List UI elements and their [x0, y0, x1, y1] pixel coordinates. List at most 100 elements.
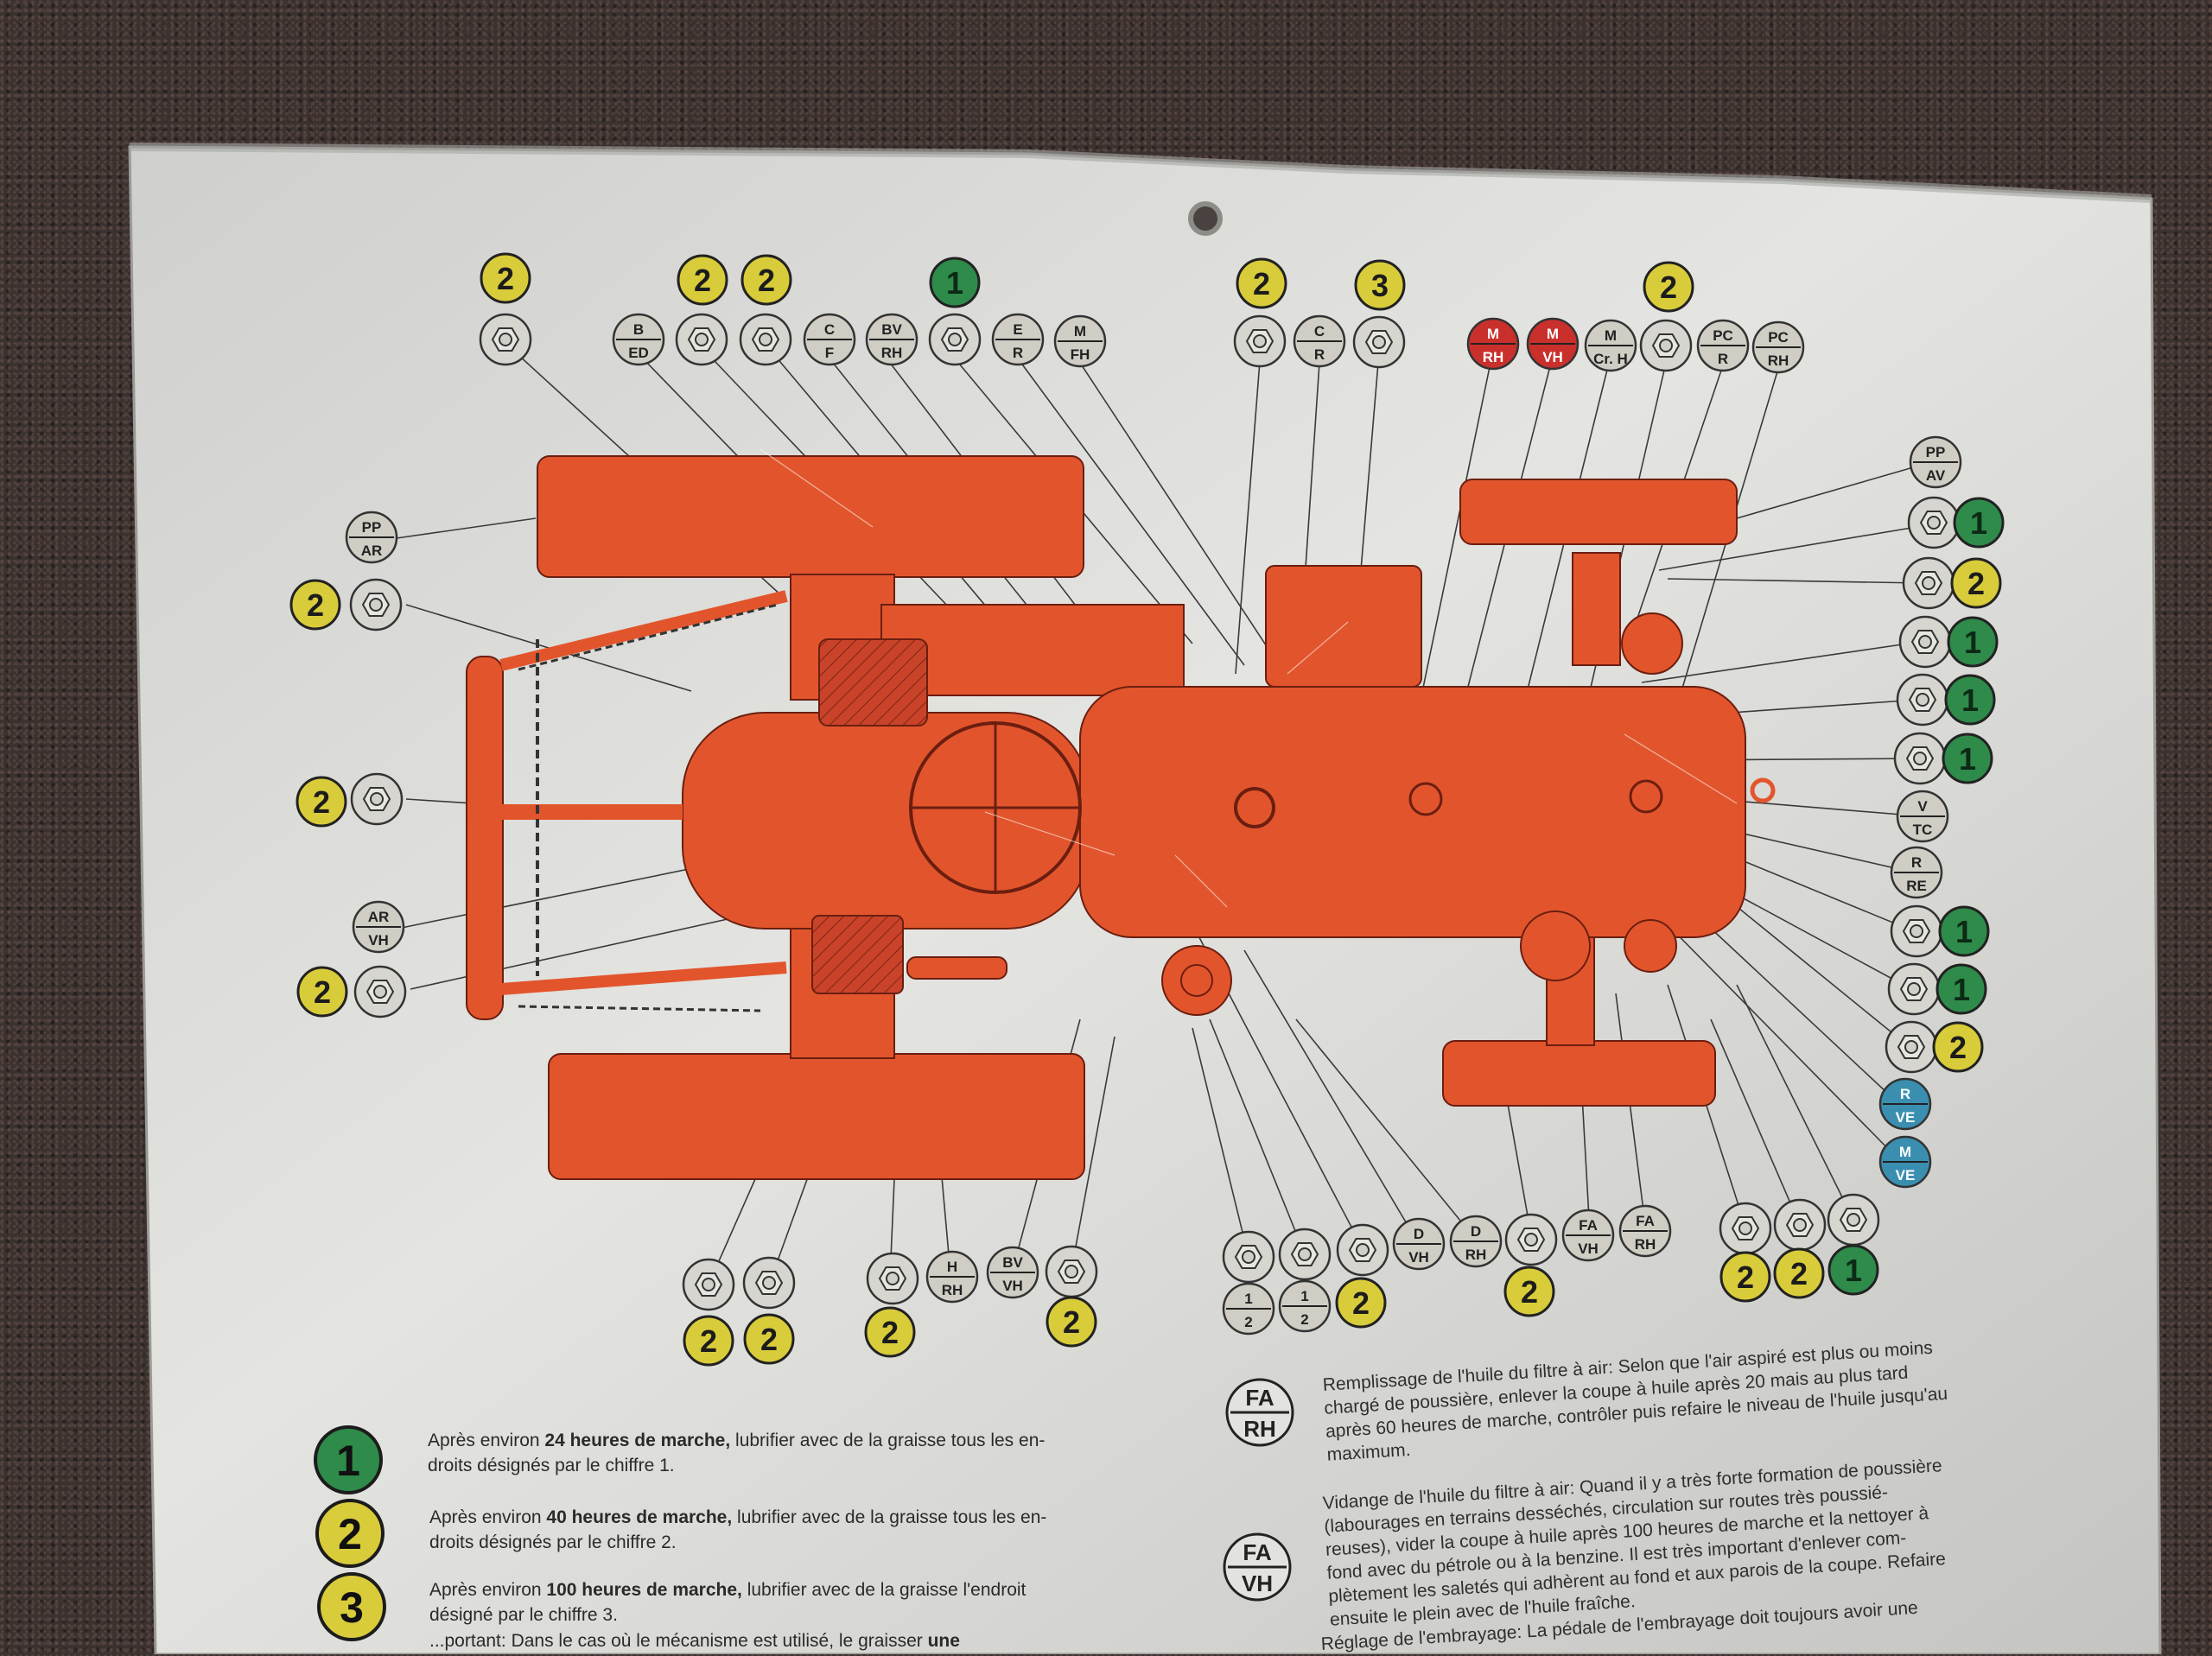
- top-code-10: PCR: [1696, 319, 1750, 372]
- top-number-2: 2: [677, 254, 728, 306]
- bottom-code-6-top: D: [1471, 1223, 1481, 1240]
- right-number-1-label: 1: [1970, 505, 1987, 541]
- bottom-nipple-7: [1336, 1223, 1389, 1277]
- legend-line2: droits désignés par le chiffre 2.: [429, 1532, 677, 1552]
- bottom-nipple-5: [1222, 1230, 1275, 1284]
- right-code-3-bottom: RE: [1906, 878, 1927, 894]
- top-code-6-top: C: [1314, 323, 1325, 339]
- bottom-number-8-label: 2: [1790, 1256, 1808, 1291]
- bottom-number-9: 1: [1827, 1244, 1879, 1296]
- bottom-code-4-bottom: 2: [1300, 1311, 1308, 1328]
- bottom-number-8: 2: [1773, 1247, 1825, 1299]
- note-code-1: FA RH: [1225, 1378, 1294, 1447]
- top-number-5-label: 2: [1253, 266, 1270, 301]
- right-nipple-6: [1890, 904, 1943, 958]
- top-code-11-top: PC: [1768, 329, 1789, 346]
- front-pulley: [1520, 910, 1591, 981]
- legend-hours: 100 heures de marche,: [546, 1580, 742, 1600]
- bottom-code-3: 12: [1222, 1282, 1275, 1336]
- top-code-8-top: M: [1547, 326, 1559, 342]
- legend-cut-lead: ...portant:: [429, 1631, 512, 1651]
- bottom-code-7-bottom: VH: [1578, 1240, 1599, 1257]
- right-nipple-2: [1902, 556, 1955, 610]
- legend-hours: 40 heures de marche,: [546, 1507, 733, 1527]
- bottom-number-6-label: 2: [1521, 1274, 1538, 1310]
- bottom-code-7-top: FA: [1579, 1217, 1598, 1234]
- bottom-code-5-bottom: VH: [1408, 1249, 1429, 1266]
- tractor-illustration: [537, 455, 1776, 1180]
- top-number-4-label: 1: [946, 265, 963, 301]
- top-nipple-3: [739, 313, 792, 366]
- right-number-3-label: 1: [1964, 625, 1981, 660]
- right-code-4: RVE: [1878, 1077, 1932, 1131]
- top-number-2-label: 2: [694, 263, 711, 298]
- bottom-number-5-label: 2: [1352, 1285, 1370, 1321]
- bottom-code-4: 12: [1278, 1279, 1332, 1333]
- legend-hours: 24 heures de marche,: [544, 1431, 731, 1450]
- top-number-6: 3: [1354, 259, 1406, 311]
- bottom-code-5-top: D: [1414, 1226, 1424, 1242]
- right-nipple-5: [1893, 732, 1947, 785]
- top-code-3-bottom: RH: [881, 345, 903, 361]
- note-code-bottom: RH: [1243, 1416, 1276, 1442]
- right-code-1-bottom: AV: [1926, 467, 1946, 484]
- bottom-number-6: 2: [1503, 1266, 1555, 1317]
- top-code-1: BED: [612, 313, 665, 366]
- legend-cut-line: ...portant: Dans le cas où le mécanisme …: [429, 1628, 960, 1653]
- right-nipple-7: [1887, 962, 1941, 1016]
- legend-number-label: 2: [338, 1510, 362, 1558]
- legend-rest: lubrifier avec de la graisse l'endroit: [741, 1580, 1027, 1600]
- top-number-7-label: 2: [1660, 270, 1677, 305]
- legend-number-1: 1: [314, 1425, 383, 1494]
- bottom-code-7: FA VH: [1561, 1209, 1615, 1262]
- right-code-3-top: R: [1911, 854, 1922, 871]
- bottom-nipple-10: [1773, 1198, 1827, 1252]
- top-number-3: 2: [741, 254, 792, 306]
- top-nipple-1: [479, 313, 532, 366]
- left-code-2-bottom: VH: [368, 932, 389, 949]
- right-code-2-bottom: TC: [1913, 822, 1933, 838]
- right-number-4-label: 1: [1961, 682, 1979, 718]
- seat-hatch-bottom: [811, 915, 904, 994]
- top-number-7: 2: [1643, 261, 1694, 313]
- bottom-nipple-4: [1045, 1245, 1098, 1298]
- top-code-7: MRH: [1466, 317, 1520, 371]
- top-number-1-label: 2: [497, 261, 514, 296]
- bottom-number-7: 2: [1719, 1251, 1771, 1303]
- right-code-5-bottom: VE: [1896, 1167, 1916, 1183]
- rear-wheel-top: [537, 455, 1084, 578]
- left-code-2-top: AR: [368, 909, 390, 925]
- legend-number-label: 1: [336, 1437, 360, 1485]
- top-code-6: CR: [1293, 314, 1346, 368]
- bottom-code-8-top: FA: [1636, 1213, 1655, 1229]
- left-nipple-3: [353, 965, 407, 1018]
- top-nipple-4: [928, 313, 982, 366]
- legend-number-label: 3: [340, 1583, 364, 1632]
- legend-number-2: 2: [315, 1499, 385, 1568]
- left-number-3-label: 2: [314, 974, 331, 1010]
- bottom-number-4: 2: [1046, 1296, 1097, 1348]
- headlight-bottom: [1624, 919, 1677, 973]
- left-nipple-2: [350, 772, 404, 826]
- fender-top: [880, 604, 1185, 696]
- right-number-6: 1: [1938, 905, 1990, 957]
- left-code-1-top: PP: [362, 519, 382, 536]
- left-number-2: 2: [296, 776, 347, 828]
- top-number-5: 2: [1236, 257, 1287, 309]
- seat-hatch-top: [818, 638, 928, 726]
- top-code-2: CF: [803, 313, 856, 366]
- surface-scratches: [760, 448, 1738, 908]
- note-code-top: FA: [1245, 1385, 1274, 1411]
- front-wheel-bottom: [1442, 1040, 1716, 1107]
- bottom-nipple-1: [682, 1258, 735, 1311]
- right-code-2-top: V: [1917, 798, 1928, 815]
- top-code-10-top: PC: [1713, 327, 1733, 344]
- bottom-number-9-label: 1: [1845, 1253, 1862, 1288]
- top-code-6-bottom: R: [1314, 346, 1325, 363]
- top-code-7-bottom: RH: [1483, 349, 1504, 365]
- bottom-code-3-top: 1: [1244, 1291, 1252, 1307]
- right-code-5: MVE: [1878, 1135, 1932, 1189]
